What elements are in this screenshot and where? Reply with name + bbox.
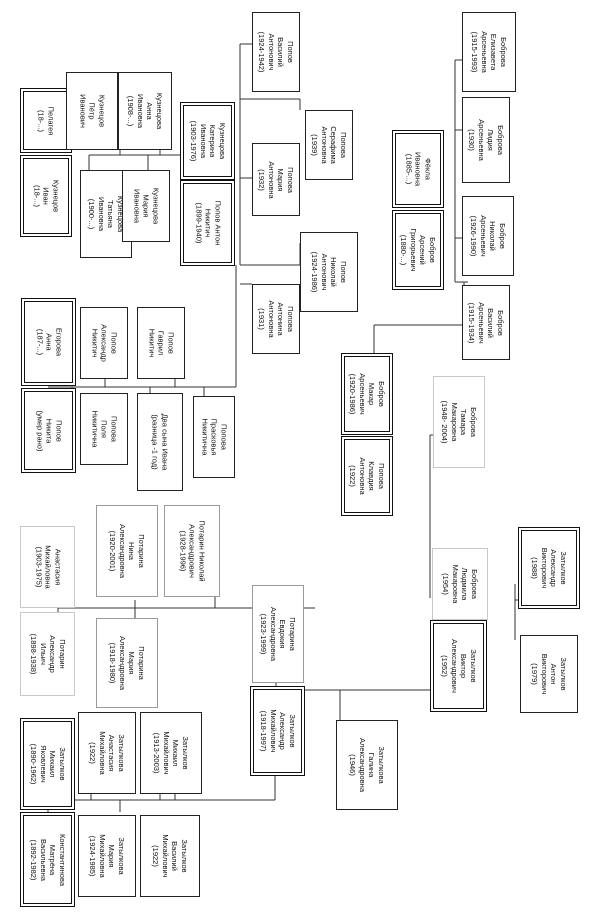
person-dva-syna: Два сына Ивана(разница -1 год)	[137, 393, 183, 491]
person-pelageya: Пелагея(18-...)	[20, 88, 72, 153]
